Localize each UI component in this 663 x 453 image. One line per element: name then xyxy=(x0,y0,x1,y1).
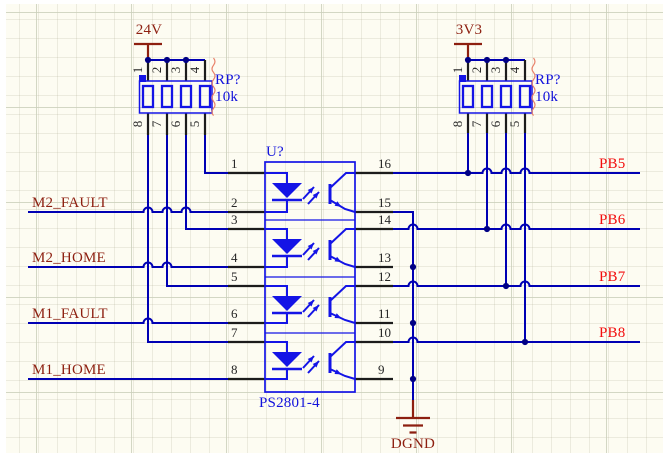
wires[interactable] xyxy=(28,59,640,400)
junction-dots xyxy=(144,56,529,383)
rp-right-pin-3: 3 xyxy=(488,66,503,74)
u1-pin-number-11: 11 xyxy=(378,306,391,321)
u1-pin-number-4: 4 xyxy=(231,250,238,265)
u1-pin-number-14: 14 xyxy=(378,212,391,227)
rp-left-pin-7: 7 xyxy=(149,120,164,128)
u1-pin-number-8: 8 xyxy=(231,362,238,377)
rp-left-pin-6: 6 xyxy=(168,120,183,128)
rp-left-pin-1: 1 xyxy=(130,66,145,74)
u1-pin-number-7: 7 xyxy=(231,325,238,340)
rp-right-pin-7: 7 xyxy=(469,120,484,128)
net-label-m2-home[interactable]: M2_HOME xyxy=(32,250,106,266)
u1-pin-number-16: 16 xyxy=(378,156,391,171)
net-label-pb5[interactable]: PB5 xyxy=(599,156,626,172)
u1-pin-number-2: 2 xyxy=(231,195,238,210)
rp-left-pin-2: 2 xyxy=(149,66,164,74)
u1-pin-number-13: 13 xyxy=(378,250,391,265)
u1-pin-number-5: 5 xyxy=(231,269,238,284)
rp-right-pin-2: 2 xyxy=(469,66,484,74)
net-label-pb8[interactable]: PB8 xyxy=(599,325,626,341)
rp-left-value[interactable]: 10k xyxy=(215,89,239,105)
ground-dgnd-label[interactable]: DGND xyxy=(390,436,436,452)
rp-right-pin-5: 5 xyxy=(507,120,522,128)
rp-left-pin-8: 8 xyxy=(130,120,145,128)
rp-right-pin-1: 1 xyxy=(450,66,465,74)
u1-pin-number-1: 1 xyxy=(231,156,238,171)
rp-right-pin-6: 6 xyxy=(488,120,503,128)
rp-left-pin-3: 3 xyxy=(168,66,183,74)
u1-pin-number-10: 10 xyxy=(378,325,391,340)
net-label-m1-fault[interactable]: M1_FAULT xyxy=(32,306,108,322)
net-label-m2-fault[interactable]: M2_FAULT xyxy=(32,195,108,211)
rp-right-pin-8: 8 xyxy=(450,120,465,128)
rp-left-designator[interactable]: RP? xyxy=(215,72,241,88)
rp-right-pin-4: 4 xyxy=(507,66,522,74)
component-pins xyxy=(146,60,527,381)
power-port-24v-label[interactable]: 24V xyxy=(135,22,163,38)
net-label-m1-home[interactable]: M1_HOME xyxy=(32,362,106,378)
u1-pin-number-9: 9 xyxy=(378,362,385,377)
u1-pin-number-3: 3 xyxy=(231,212,238,227)
rp-left-pin-4: 4 xyxy=(187,66,202,74)
u1-pin-number-12: 12 xyxy=(378,269,391,284)
canvas-top-margin xyxy=(0,0,663,4)
resistor-pack-left-symbol[interactable] xyxy=(138,75,213,114)
rp-right-value[interactable]: 10k xyxy=(535,89,559,105)
error-squiggle-markers xyxy=(211,57,536,116)
net-label-pb6[interactable]: PB6 xyxy=(599,212,626,228)
power-port-3v3-label[interactable]: 3V3 xyxy=(455,22,483,38)
u1-pin-number-6: 6 xyxy=(231,306,238,321)
optocoupler-designator[interactable]: U? xyxy=(266,144,284,160)
rp-left-pin-5: 5 xyxy=(187,120,202,128)
rp-right-designator[interactable]: RP? xyxy=(535,72,561,88)
canvas-left-margin xyxy=(0,0,6,453)
optocoupler-symbol[interactable] xyxy=(264,161,356,393)
optocoupler-part-number[interactable]: PS2801-4 xyxy=(259,395,320,411)
net-label-pb7[interactable]: PB7 xyxy=(599,269,626,285)
u1-pin-number-15: 15 xyxy=(378,195,391,210)
resistor-pack-right-symbol[interactable] xyxy=(458,75,533,114)
